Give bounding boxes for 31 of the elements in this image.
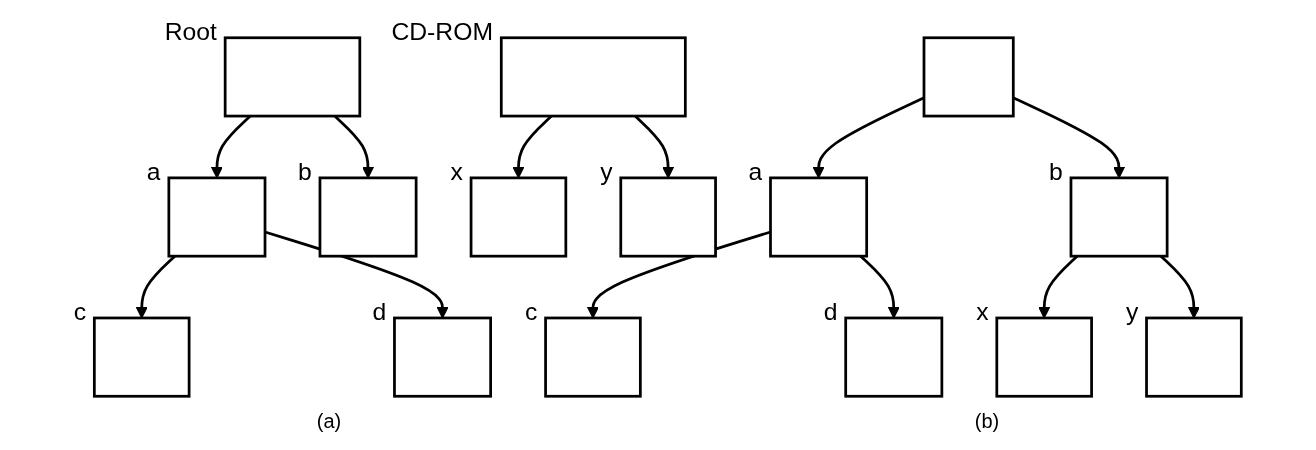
node-box [1070,176,1169,258]
node-label: d [372,298,387,326]
caption: (a) [316,410,342,434]
node-label: y [600,157,614,186]
node-label: d [824,298,838,326]
node-label: a [147,157,162,186]
node-label: x [450,157,464,186]
node-box [769,176,869,258]
node-label: y [1126,298,1139,326]
node-box [393,316,493,398]
node-box [500,36,688,118]
node-label: c [74,298,87,326]
node-label: a [748,157,763,186]
node-box [844,316,944,398]
node-box [1145,316,1244,398]
node-box [619,176,718,258]
node-label: Root [165,17,218,46]
node-label: b [298,157,313,186]
node-label: x [976,298,990,326]
caption: (b) [974,410,1000,434]
node-box [470,176,568,258]
node-label: CD-ROM [391,17,494,46]
node-box [995,316,1094,398]
node-box [93,316,191,398]
node-box [224,36,362,118]
node-box [319,176,418,258]
node-box [923,36,1016,118]
node-box [167,176,267,258]
node-label: c [525,298,538,326]
node-box [544,316,643,398]
node-label: b [1049,157,1064,186]
